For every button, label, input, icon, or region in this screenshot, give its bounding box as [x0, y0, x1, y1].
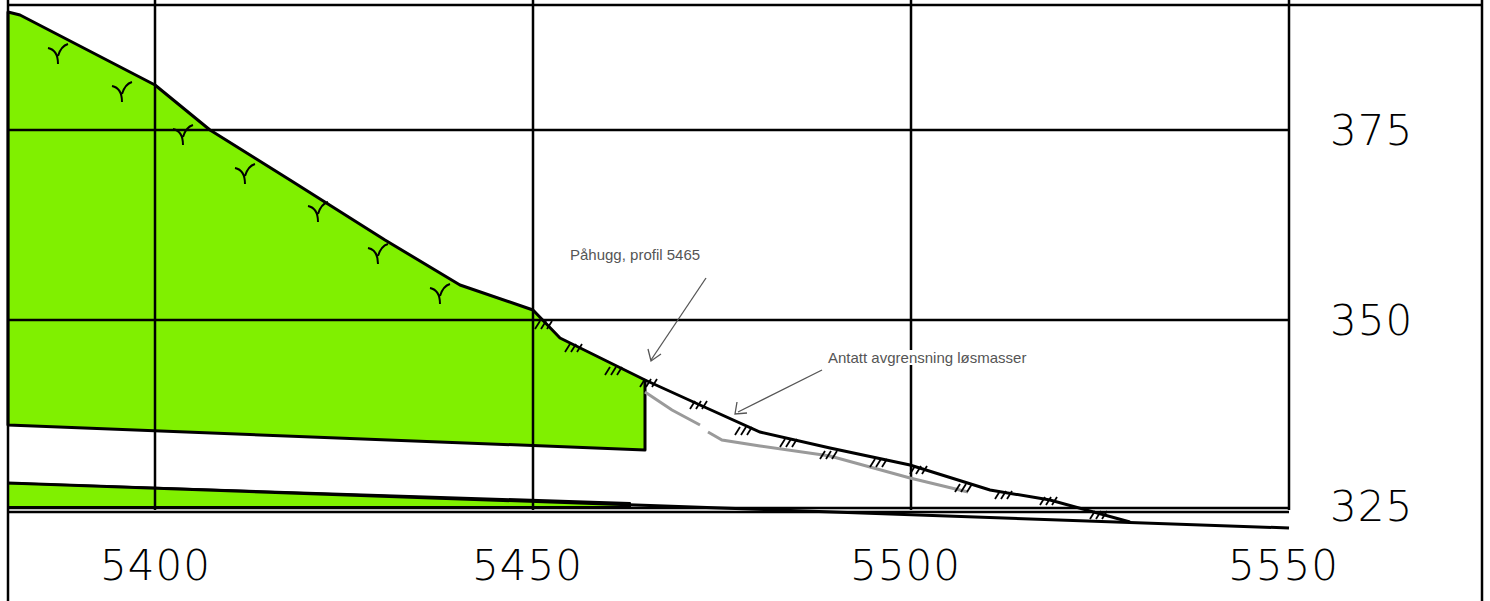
- elevation-label: 325: [1330, 486, 1413, 528]
- chainage-label: 5450: [472, 545, 583, 587]
- loose-mass-hatch: [547, 321, 552, 329]
- chainage-label: 5500: [850, 545, 961, 587]
- loose-mass-hatch: [747, 427, 752, 435]
- loose-mass-hatch: [922, 466, 927, 474]
- loose-mass-hatch: [1046, 497, 1051, 505]
- loose-mass-hatch: [995, 491, 1000, 499]
- vegetation-symbol: [368, 244, 388, 264]
- loose-mass-hatch: [652, 379, 657, 387]
- loose-mass-hatch: [882, 459, 887, 467]
- loose-mass-hatch: [611, 367, 616, 375]
- rock-mass: [8, 12, 645, 450]
- loose-mass-hatch: [1007, 491, 1012, 499]
- loose-mass-hatch: [870, 459, 875, 467]
- loose-mass-hatch: [690, 401, 695, 409]
- loose-mass-hatch: [916, 466, 921, 474]
- loose-mass-hatch: [741, 427, 746, 435]
- loose-mass-hatch: [786, 439, 791, 447]
- vegetation-symbol: [173, 125, 193, 145]
- loose-mass-hatch: [780, 439, 785, 447]
- loose-mass-hatch: [640, 379, 645, 387]
- chainage-label: 5550: [1228, 545, 1339, 587]
- loose-mass-hatch: [955, 484, 960, 492]
- loose-mass-hatch: [535, 321, 540, 329]
- loose-mass-hatch: [617, 367, 622, 375]
- loose-mass-hatch: [1052, 497, 1057, 505]
- loose-mass-hatch: [967, 484, 972, 492]
- loose-mass-hatch: [832, 451, 837, 459]
- vegetation-symbol: [48, 44, 68, 64]
- chainage-label: 5400: [100, 545, 211, 587]
- loose-mass-hatch: [541, 321, 546, 329]
- vegetation-symbol: [308, 202, 328, 222]
- loose-mass-hatch: [961, 484, 966, 492]
- loose-mass-hatch: [1040, 497, 1045, 505]
- elevation-label: 375: [1330, 110, 1413, 152]
- loose-mass-hatch: [1096, 511, 1101, 519]
- loose-mass-hatch: [646, 379, 651, 387]
- loose-mass-hatch: [735, 427, 740, 435]
- loose-mass-hatch: [571, 344, 576, 352]
- vegetation-symbol: [235, 164, 255, 184]
- boundary-note: Antatt avgrensning løsmasser: [826, 350, 1028, 365]
- loose-mass-hatch: [876, 459, 881, 467]
- portal-note: Påhugg, profil 5465: [568, 247, 702, 262]
- loose-mass-hatch: [1001, 491, 1006, 499]
- loose-mass-hatch: [696, 401, 701, 409]
- vegetation-symbol: [430, 284, 450, 304]
- loose-mass-hatch: [820, 451, 825, 459]
- loose-mass-hatch: [577, 344, 582, 352]
- loose-mass-hatch: [792, 439, 797, 447]
- loose-mass-hatch: [1102, 511, 1107, 519]
- vegetation-symbol: [112, 82, 132, 102]
- elevation-label: 350: [1330, 300, 1413, 342]
- loose-mass-hatch: [826, 451, 831, 459]
- loose-mass-hatch: [910, 466, 915, 474]
- loose-mass-hatch: [702, 401, 707, 409]
- loose-mass-hatch: [605, 367, 610, 375]
- loose-mass-hatch: [565, 344, 570, 352]
- loose-mass-hatch: [1090, 511, 1095, 519]
